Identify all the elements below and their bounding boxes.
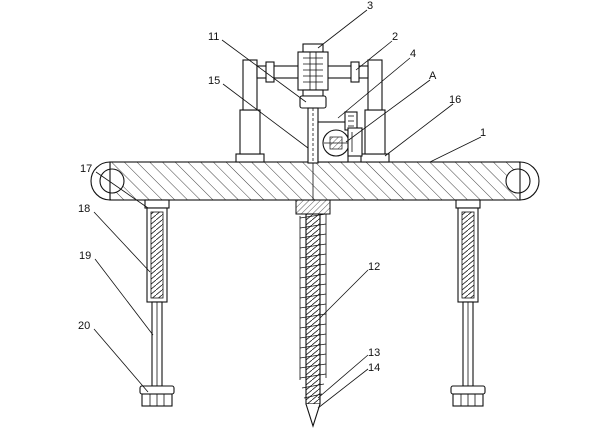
label-11: 11	[208, 31, 219, 43]
label-19: 19	[79, 250, 91, 262]
part-labels: 3 2 4 A 16 1 11 15 17 18 19 20 12 13 14	[78, 0, 486, 374]
label-18: 18	[78, 203, 90, 215]
label-16: 16	[449, 94, 461, 106]
label-13: 13	[368, 347, 380, 359]
label-4: 4	[410, 48, 416, 60]
left-leg	[139, 199, 175, 407]
label-3: 3	[367, 0, 373, 12]
drive-assembly	[307, 107, 363, 164]
screw-drill	[295, 163, 331, 428]
label-20: 20	[78, 320, 90, 332]
label-12: 12	[368, 261, 380, 273]
label-2: 2	[392, 31, 398, 43]
label-17: 17	[80, 163, 92, 175]
label-1: 1	[480, 127, 486, 139]
leader-lines	[93, 9, 482, 409]
label-14: 14	[368, 362, 380, 374]
main-beam	[90, 161, 540, 201]
upper-frame	[235, 59, 390, 163]
right-leg	[450, 199, 486, 407]
label-15: 15	[208, 75, 220, 87]
label-A: A	[429, 70, 437, 82]
motor	[297, 43, 329, 109]
